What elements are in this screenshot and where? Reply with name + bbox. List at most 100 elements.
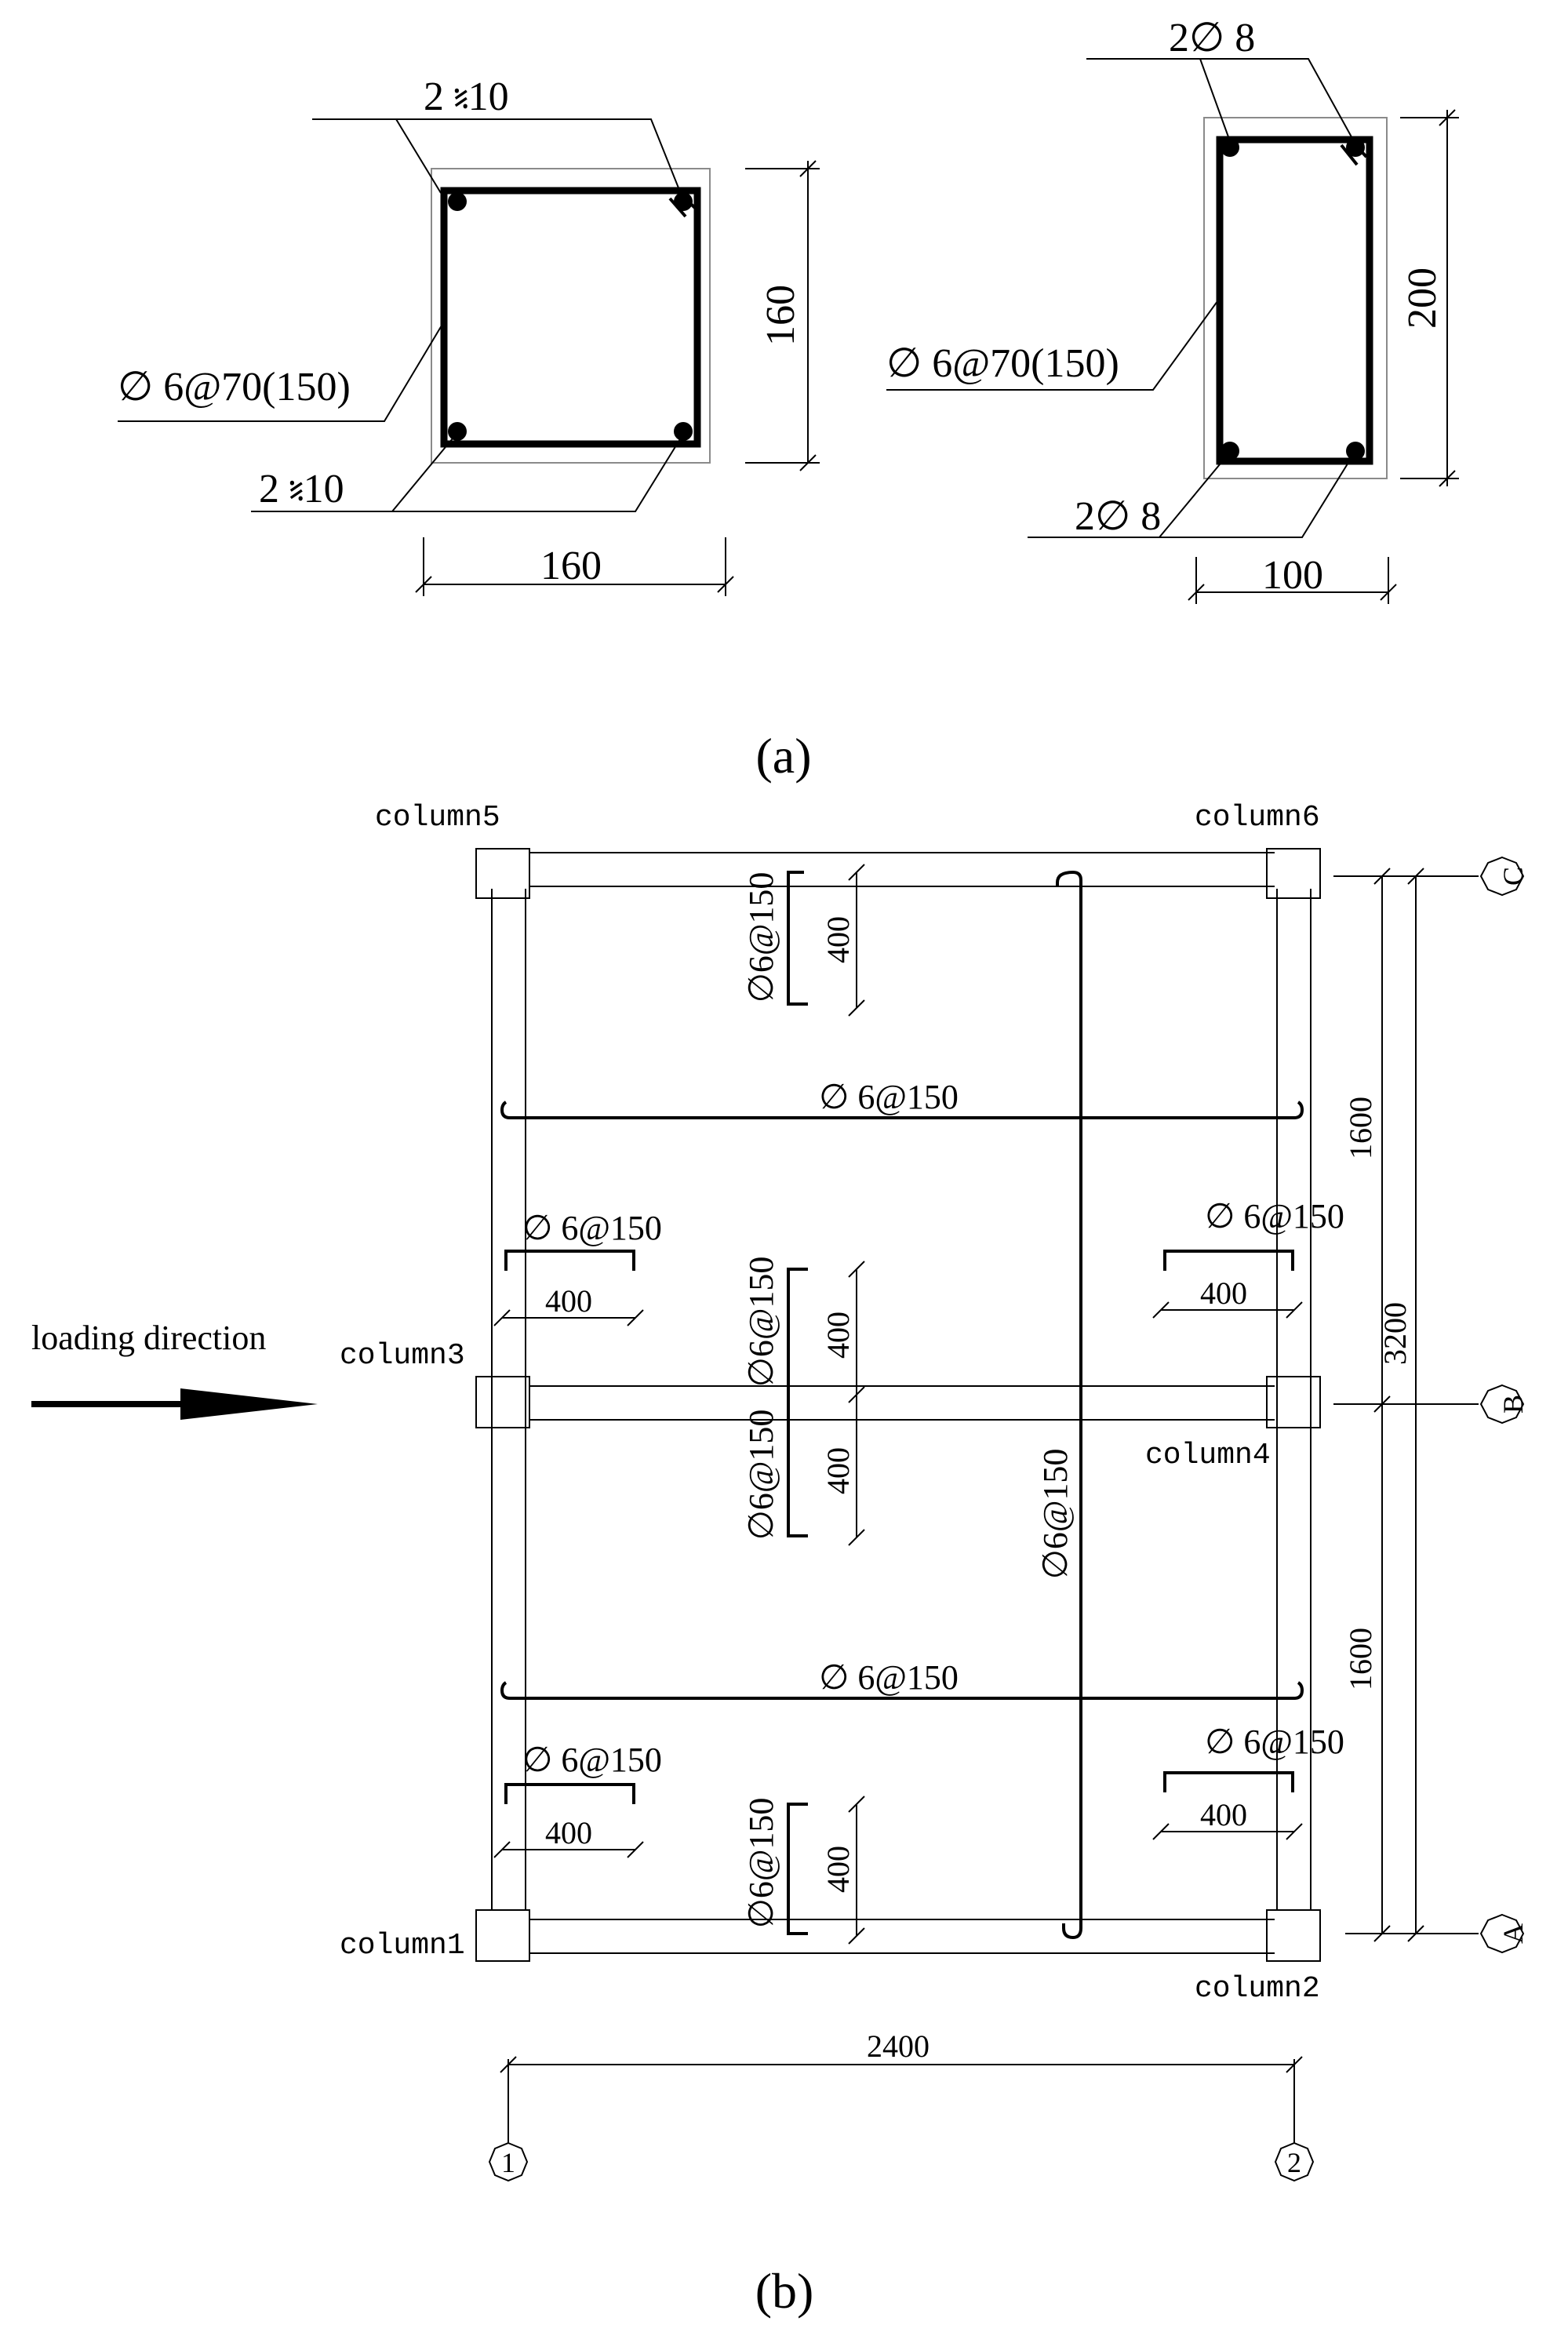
column6-label: column6 — [1195, 801, 1320, 835]
rebar-right-middle-length: 400 — [1200, 1275, 1247, 1311]
rebar-right-middle — [1163, 1250, 1294, 1271]
rebar-center-bottom-length: 400 — [820, 1846, 856, 1893]
axis-2-bubble — [1274, 2141, 1315, 2182]
column5-label: column5 — [375, 801, 500, 835]
rebar-center-top-label: ∅6@150 — [742, 872, 780, 1003]
beam-height-dimension — [1400, 109, 1459, 487]
rebar-right-bottom-dim — [1152, 1823, 1303, 1840]
rebar-right-bottom-length: 400 — [1200, 1797, 1247, 1832]
rebar-left-bottom-length: 400 — [545, 1815, 592, 1850]
column-1 — [475, 1909, 530, 1962]
axis-a-label: A — [1497, 1923, 1529, 1944]
column-height-label: 160 — [759, 285, 803, 346]
rebar-center-middle-length-lower: 400 — [820, 1447, 856, 1494]
beam-height-label: 200 — [1400, 267, 1445, 329]
rebar-center-middle-label-lower: ∅6@150 — [742, 1410, 780, 1541]
column-concrete-outline — [431, 168, 711, 464]
beam-axis-c — [529, 852, 1275, 887]
beam-axis-1 — [491, 889, 526, 1910]
rebar-center-bottom-dim — [848, 1796, 865, 1945]
axis-b-bubble — [1479, 1384, 1525, 1424]
rebar-center-bottom-label: ∅6@150 — [742, 1798, 780, 1929]
column-cross-section: 2 ⹏10 ∅ 6@70(150) 2 ⹏10 160 160 — [118, 75, 820, 596]
beam-bar-bottom-left — [1221, 442, 1239, 460]
column1-label: column1 — [340, 1929, 465, 1963]
rebar-left-bottom-label: ∅ 6@150 — [522, 1741, 662, 1779]
beam-axis-a — [529, 1919, 1275, 1954]
axis-2-label: 2 — [1287, 2147, 1301, 2178]
rebar-center-middle — [787, 1268, 808, 1537]
column-bottom-bars-label: 2 ⹏10 — [259, 467, 344, 511]
rebar-right-bottom — [1163, 1771, 1294, 1792]
beam-bar-top-left — [1221, 138, 1239, 157]
loading-direction-label: loading direction — [31, 1319, 266, 1357]
beam-width-dimension — [1188, 557, 1397, 604]
axis-1-bubble — [488, 2141, 529, 2182]
beam-axis-2 — [1276, 889, 1312, 1910]
bay-dimension-upper: 1600 — [1343, 1097, 1378, 1159]
vertical-long-rebar-label: ∅6@150 — [1036, 1449, 1075, 1580]
rebar-center-bottom — [787, 1803, 808, 1935]
column-6 — [1266, 848, 1321, 899]
beam-width-label: 100 — [1262, 553, 1323, 598]
beam-stirrup — [1216, 136, 1373, 465]
column-width-dimension — [415, 537, 734, 596]
column3-label: column3 — [340, 1339, 465, 1373]
column2-label: column2 — [1195, 1972, 1320, 2006]
rebar-left-middle-length: 400 — [545, 1283, 592, 1319]
column-4 — [1266, 1376, 1321, 1428]
rebar-center-top — [787, 871, 808, 1006]
beam-bottom-bar-leader-2 — [1159, 454, 1354, 538]
horizontal-rebar-lower-label: ∅ 6@150 — [819, 1658, 959, 1697]
total-dimension: 3200 — [1377, 1302, 1413, 1365]
span-dimension-line — [500, 2056, 1303, 2143]
beam-top-bars-label: 2∅ 8 — [1169, 16, 1255, 60]
loading-arrow-head — [180, 1388, 318, 1420]
beam-concrete-outline — [1203, 117, 1388, 479]
column-5 — [475, 848, 530, 899]
beam-stirrup-hook — [1340, 136, 1368, 166]
beam-axis-b — [529, 1385, 1275, 1421]
caption-a: (a) — [755, 728, 811, 784]
horizontal-rebar-upper-label: ∅ 6@150 — [819, 1078, 959, 1116]
column-2 — [1266, 1909, 1321, 1962]
rebar-right-bottom-label: ∅ 6@150 — [1205, 1723, 1344, 1761]
axis-lines-horizontal — [1333, 875, 1479, 1934]
bay-dimension-lower: 1600 — [1343, 1628, 1378, 1690]
column4-label: column4 — [1145, 1439, 1271, 1472]
beam-bar-bottom-right — [1346, 442, 1365, 460]
caption-b: (b) — [755, 2263, 814, 2319]
column-width-label: 160 — [540, 544, 602, 588]
rebar-center-top-length: 400 — [820, 916, 856, 963]
vertical-long-rebar — [1056, 870, 1082, 1940]
axis-b-label: B — [1497, 1395, 1529, 1414]
rebar-center-middle-label-upper: ∅6@150 — [742, 1257, 780, 1388]
column-top-bar-leader — [312, 118, 442, 194]
column-bar-bottom-right — [674, 422, 693, 441]
column-stirrup-leader — [118, 321, 445, 422]
column-bar-top-left — [448, 192, 467, 211]
rebar-right-middle-label: ∅ 6@150 — [1205, 1197, 1344, 1235]
rebar-left-middle-label: ∅ 6@150 — [522, 1209, 662, 1247]
rebar-left-bottom — [504, 1783, 635, 1804]
column-stirrup — [440, 187, 701, 448]
beam-top-bar-leader — [1086, 58, 1355, 142]
axis-c-label: C — [1497, 867, 1529, 886]
rebar-left-middle — [504, 1250, 635, 1271]
beam-stirrups-label: ∅ 6@70(150) — [886, 341, 1119, 386]
column-bar-bottom-left — [448, 422, 467, 441]
column-bottom-bar-leader-2 — [392, 435, 683, 512]
column-top-bars-label: 2 ⹏10 — [424, 75, 509, 119]
rebar-center-middle-length-upper: 400 — [820, 1312, 856, 1359]
horizontal-rebar-lower — [500, 1681, 1304, 1700]
column-3 — [475, 1376, 530, 1428]
beam-bottom-bars-label: 2∅ 8 — [1075, 494, 1161, 539]
rebar-center-middle-dim — [848, 1261, 865, 1546]
axis-c-bubble — [1479, 856, 1525, 897]
axis-1-label: 1 — [501, 2147, 515, 2178]
rebar-right-middle-dim — [1152, 1301, 1303, 1319]
beam-top-bar-leader-2 — [1199, 58, 1231, 142]
axis-a-bubble — [1479, 1913, 1525, 1954]
floor-plan: column5 column6 column3 column4 column1 … — [31, 801, 1529, 2182]
